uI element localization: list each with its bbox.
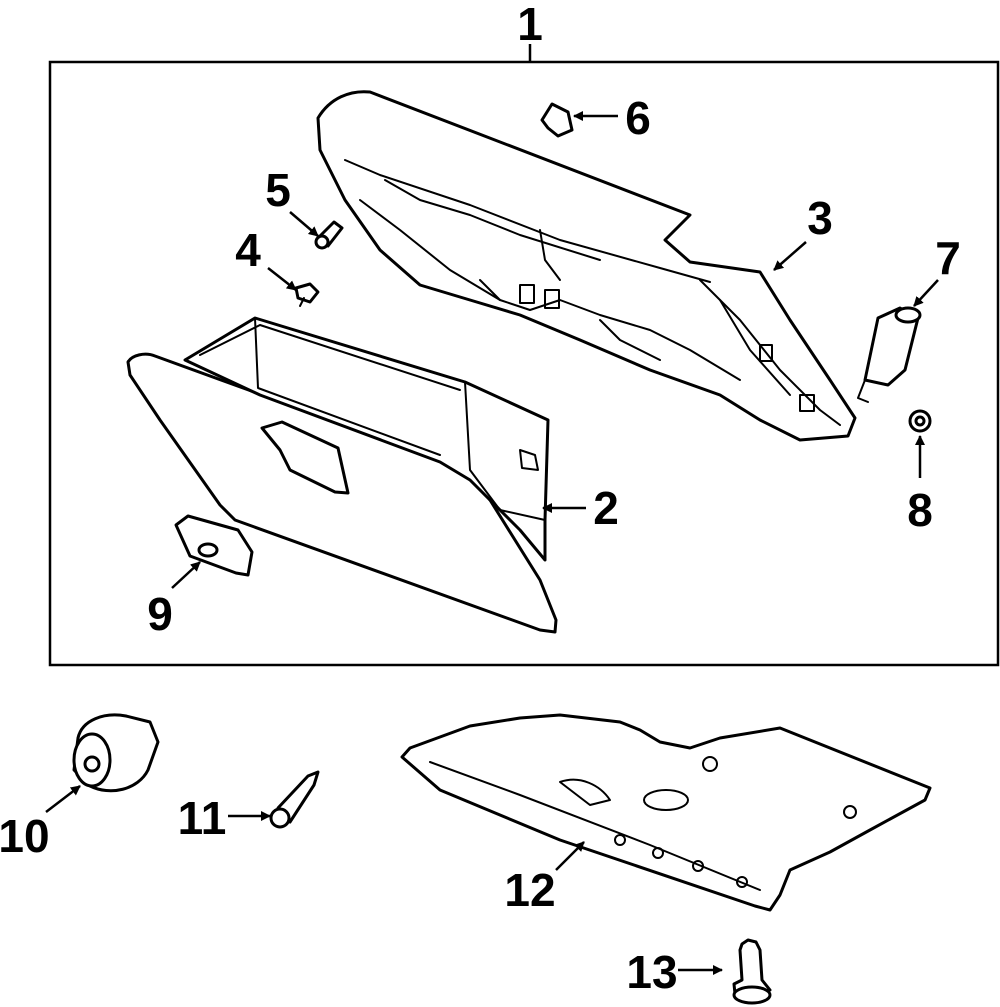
leader-5	[289, 211, 319, 237]
grommet-part-8	[908, 409, 932, 433]
callout-6: 6	[625, 92, 651, 144]
assembly-frame	[48, 60, 1000, 667]
callout-3: 3	[807, 192, 833, 244]
callout-12: 12	[504, 864, 555, 916]
callout-11: 11	[178, 792, 227, 844]
callout-8: 8	[907, 484, 933, 536]
rivet-part-4	[294, 282, 320, 307]
callout-13: 13	[626, 946, 677, 998]
leader-3	[773, 241, 807, 271]
damper-part-7	[857, 306, 922, 403]
leader-12	[555, 841, 585, 871]
clip-part-6	[540, 102, 574, 138]
panel-part-12	[400, 713, 932, 912]
latch-part-9	[174, 514, 254, 577]
glove-box-bin	[126, 316, 558, 634]
callout-1: 1	[517, 0, 543, 50]
callout-9: 9	[147, 588, 173, 640]
leader-10	[45, 785, 81, 813]
callout-2: 2	[593, 482, 619, 534]
leader-4	[267, 267, 297, 291]
pushpin-part-11	[269, 770, 320, 829]
callout-5: 5	[265, 164, 291, 216]
callout-4: 4	[235, 224, 261, 276]
pin-part-5	[314, 220, 344, 250]
callout-7: 7	[935, 232, 961, 284]
callout-10: 10	[0, 810, 50, 862]
clip-part-13	[732, 938, 772, 1005]
leader-7	[913, 279, 939, 307]
leader-9	[171, 561, 201, 589]
glove-box-housing	[316, 90, 857, 442]
bushing-part-10	[72, 713, 160, 793]
